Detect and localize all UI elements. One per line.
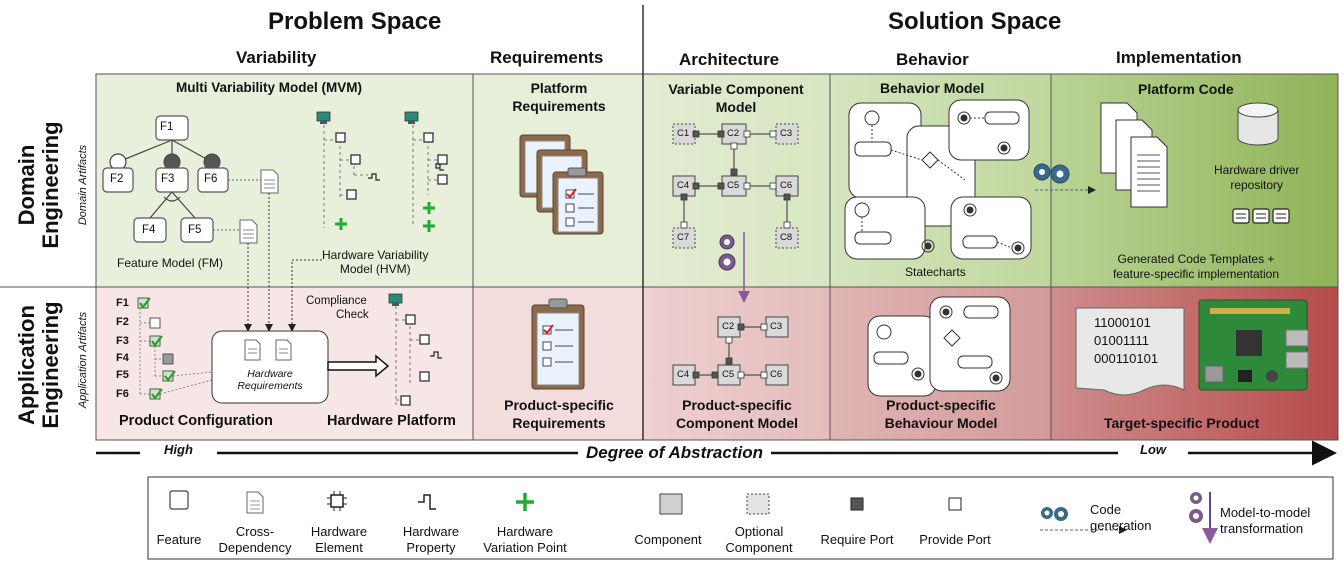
legend-require-port: Require Port <box>820 532 894 547</box>
generated-code-label: Generated Code Templates + feature-speci… <box>1112 252 1280 281</box>
problem-space-header: Problem Space <box>268 8 442 35</box>
implementation-column-header: Implementation <box>1116 48 1242 67</box>
component-c5: C5 <box>727 180 740 191</box>
product-specific-component-model-title: Product-specific Component Model <box>675 397 799 431</box>
config-feature-f4: F4 <box>116 352 129 364</box>
config-feature-f3: F3 <box>116 335 129 347</box>
component-c1: C1 <box>677 128 690 139</box>
mvm-title: Multi Variability Model (MVM) <box>176 80 363 95</box>
product-configuration-label: Product Configuration <box>119 413 273 429</box>
abstraction-low-label: Low <box>1118 442 1188 457</box>
hardware-driver-repository-label: Hardware driver repository <box>1214 163 1300 192</box>
platform-requirements-title: Platform Requirements <box>512 80 606 114</box>
application-architecture-cell <box>643 287 830 440</box>
behavior-column-header: Behavior <box>896 50 969 69</box>
variable-component-model-title: Variable Component Model <box>668 81 804 115</box>
legend-feature: Feature <box>156 532 202 547</box>
variability-column-header: Variability <box>236 48 317 67</box>
component-c3: C3 <box>780 128 793 139</box>
app-component-c3: C3 <box>770 321 783 332</box>
feature-node-f4: F4 <box>142 224 156 236</box>
feature-node-f3: F3 <box>161 173 175 185</box>
legend-component: Component <box>634 532 702 547</box>
component-c8: C8 <box>780 232 793 243</box>
solution-space-header: Solution Space <box>888 8 1062 35</box>
feature-node-f6: F6 <box>204 173 218 185</box>
target-specific-product-title: Target-specific Product <box>1104 415 1260 431</box>
feature-node-f2: F2 <box>110 173 124 185</box>
component-c2: C2 <box>727 128 740 139</box>
degree-of-abstraction-label: Degree of Abstraction <box>578 442 771 464</box>
component-c6: C6 <box>780 180 793 191</box>
app-component-c6: C6 <box>770 369 783 380</box>
config-feature-f1: F1 <box>116 297 129 309</box>
product-specific-behaviour-model-title: Product-specific Behaviour Model <box>884 397 998 431</box>
app-component-c5: C5 <box>722 369 735 380</box>
architecture-column-header: Architecture <box>679 50 780 69</box>
domain-engineering-label: Domain Engineering <box>14 121 63 249</box>
requirements-column-header: Requirements <box>490 48 604 67</box>
component-c4: C4 <box>677 180 690 191</box>
feature-node-f1: F1 <box>160 121 174 133</box>
app-component-c4: C4 <box>677 369 690 380</box>
config-feature-f6: F6 <box>116 388 129 400</box>
behavior-model-title: Behavior Model <box>880 80 985 96</box>
legend-cross-dependency: Cross-Dependency <box>218 524 292 555</box>
legend-provide-port: Provide Port <box>919 532 991 547</box>
binary-code: 11000101 01001111 000110101 <box>1094 315 1159 366</box>
hardware-requirements-label: Hardware Requirements <box>237 368 303 392</box>
domain-artifacts-label: Domain Artifacts <box>77 144 89 226</box>
application-artifacts-label: Application Artifacts <box>77 311 89 409</box>
hardware-platform-label: Hardware Platform <box>327 413 456 429</box>
domain-implementation-cell <box>1051 74 1338 287</box>
compliance-check-label: Compliance Check <box>306 295 369 321</box>
statecharts-label: Statecharts <box>905 265 966 279</box>
platform-code-title: Platform Code <box>1138 81 1234 97</box>
component-c7: C7 <box>677 232 690 243</box>
feature-node-f5: F5 <box>188 224 202 236</box>
app-component-c2: C2 <box>722 321 735 332</box>
config-feature-f2: F2 <box>116 316 129 328</box>
product-specific-requirements-title: Product-specific Requirements <box>504 397 614 431</box>
hvm-label: Hardware Variability Model (HVM) <box>322 248 429 276</box>
abstraction-high-label: High <box>140 442 217 457</box>
feature-model-label: Feature Model (FM) <box>117 256 224 270</box>
components <box>672 123 799 249</box>
config-feature-f5: F5 <box>116 369 129 381</box>
application-engineering-label: Application Engineering <box>14 301 63 429</box>
